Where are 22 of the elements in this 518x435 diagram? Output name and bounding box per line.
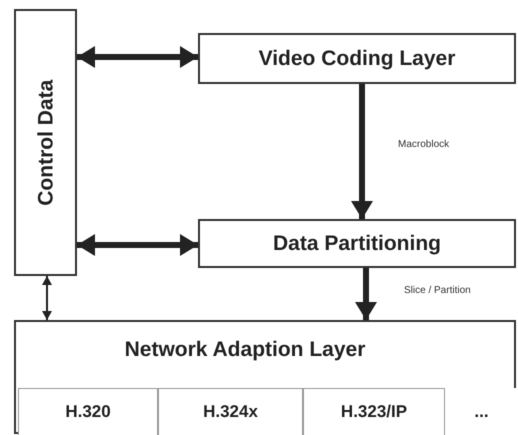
box-label: Control Data <box>32 80 58 206</box>
box-label: H.324x <box>203 401 258 424</box>
box-label: Video Coding Layer <box>258 46 456 72</box>
layer-box <box>198 219 516 268</box>
table-cell <box>303 388 445 435</box>
box-label: Network Adaption Layer <box>124 337 366 363</box>
box-label: H.320 <box>65 401 111 424</box>
arrow <box>42 276 52 320</box>
table-cell <box>158 388 303 435</box>
table-cell <box>18 388 158 435</box>
box-label: H.323/IP <box>340 401 408 424</box>
edge-label: Slice / Partition <box>404 286 471 296</box>
arrow <box>351 84 373 219</box>
edge-label: Macroblock <box>398 140 450 150</box>
layer-box <box>198 33 516 84</box>
box-label: ... <box>474 401 489 424</box>
process-box <box>14 9 77 276</box>
layer-box <box>14 320 516 434</box>
arrow <box>77 234 198 256</box>
arrow <box>355 268 377 320</box>
box-label: Data Partitioning <box>272 230 441 257</box>
arrow <box>77 46 198 68</box>
